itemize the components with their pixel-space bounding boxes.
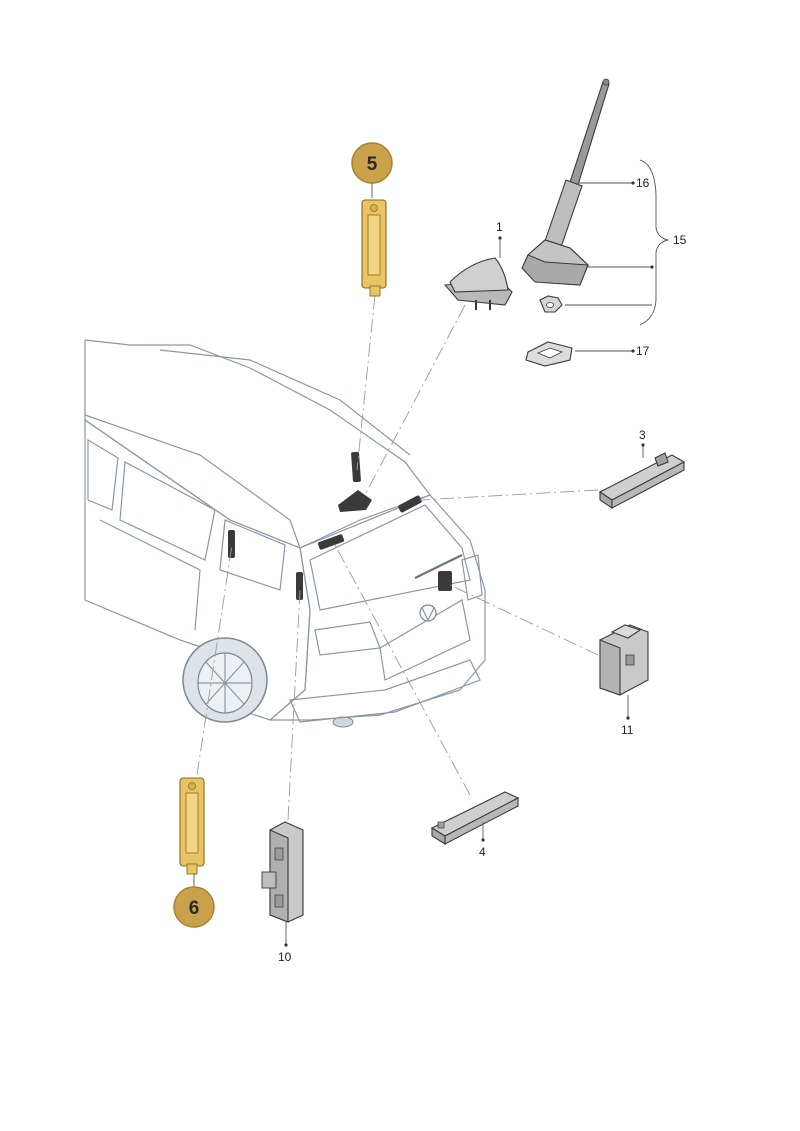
part-11-module <box>599 624 649 696</box>
part-16-tip <box>602 78 610 86</box>
leader-1-dot <box>498 236 502 240</box>
leader-16-dot <box>631 181 635 185</box>
part-15-base-top <box>526 239 590 266</box>
side-window-quarter <box>219 519 286 591</box>
part-4-end <box>431 827 446 845</box>
part-3-face <box>611 461 685 509</box>
part-5-inner <box>367 214 381 276</box>
callout-4: 4 <box>479 845 486 859</box>
part-5-tab <box>369 285 381 297</box>
part-1-fin <box>449 257 509 293</box>
part-6-module <box>179 777 205 875</box>
callout-3: 3 <box>639 428 646 442</box>
door-line <box>99 519 201 631</box>
brand-logo-mark <box>421 607 435 622</box>
connector-6 <box>196 544 233 776</box>
vehicle-illustration <box>84 339 486 728</box>
part-11-front <box>599 639 621 696</box>
callout-17: 17 <box>636 344 650 358</box>
connector-5 <box>356 294 376 471</box>
roof-rail-left <box>84 414 301 549</box>
part-5-connector <box>370 204 378 212</box>
part-10-slot-2 <box>274 894 284 908</box>
rim-spokes <box>198 653 252 713</box>
badge-6-label: 6 <box>189 898 200 919</box>
part-6-tab <box>186 863 198 875</box>
part-17-gasket-inner <box>536 347 564 359</box>
leader-10-dot <box>284 943 288 947</box>
part-10-slot-1 <box>274 847 284 861</box>
car-rear <box>268 494 486 721</box>
tail-light-left <box>314 621 381 656</box>
bracket-15 <box>639 159 669 326</box>
part-4-module <box>430 791 520 845</box>
part-6-inner <box>185 792 199 854</box>
leader-4-dot <box>481 838 485 842</box>
part-16-sleeve <box>543 179 583 251</box>
connector-3 <box>419 489 599 501</box>
part-10-plug <box>261 871 277 889</box>
badge-6 <box>173 886 215 928</box>
connector-lines <box>196 294 599 821</box>
callout-16: 16 <box>636 176 650 190</box>
part-1-fin-antenna <box>443 257 513 310</box>
part-5-module <box>361 199 387 297</box>
rear-bumper <box>289 659 481 723</box>
part-16-mast <box>569 81 610 186</box>
leader-11-dot <box>626 716 630 720</box>
c-pillar-marker <box>296 572 303 600</box>
car-roof <box>84 339 431 549</box>
leader-15-base-dot <box>650 265 654 269</box>
callout-11: 11 <box>621 723 634 737</box>
tailgate-marker <box>438 571 452 591</box>
part-4-body <box>430 791 520 837</box>
side-window-rear <box>119 461 216 561</box>
part-15-nut-hole <box>546 302 554 308</box>
rear-window-marker <box>317 534 345 550</box>
brand-logo <box>419 604 437 622</box>
part-11-socket <box>625 654 635 666</box>
spoiler-module-marker <box>398 495 422 513</box>
leader-3-dot <box>641 443 645 447</box>
connector-10 <box>287 589 301 821</box>
side-window-front <box>87 438 119 511</box>
part-1-studs <box>475 300 491 310</box>
callout-1: 1 <box>496 220 503 234</box>
roof-fin-marker <box>338 490 372 512</box>
callout-10: 10 <box>278 950 292 964</box>
tail-light-right <box>461 554 483 601</box>
rear-window <box>309 504 471 611</box>
connector-1 <box>364 304 466 496</box>
part-3-body <box>598 454 686 501</box>
part-3-module <box>598 452 686 510</box>
connector-11 <box>449 584 599 656</box>
part-3-connector <box>654 452 669 467</box>
roof-rail-right <box>159 349 411 456</box>
badge-5-label: 5 <box>367 154 378 175</box>
leader-17-dot <box>631 349 635 353</box>
callout-15: 15 <box>673 233 687 247</box>
rod-antenna-assembly <box>521 78 610 367</box>
part-4-clip <box>437 821 445 829</box>
rear-wiper <box>414 554 463 579</box>
part-6-connector <box>188 782 196 790</box>
part-11-top <box>610 624 642 639</box>
roof-module-marker <box>351 451 361 483</box>
side-window-marker <box>228 530 235 558</box>
part-10-module <box>261 821 304 923</box>
